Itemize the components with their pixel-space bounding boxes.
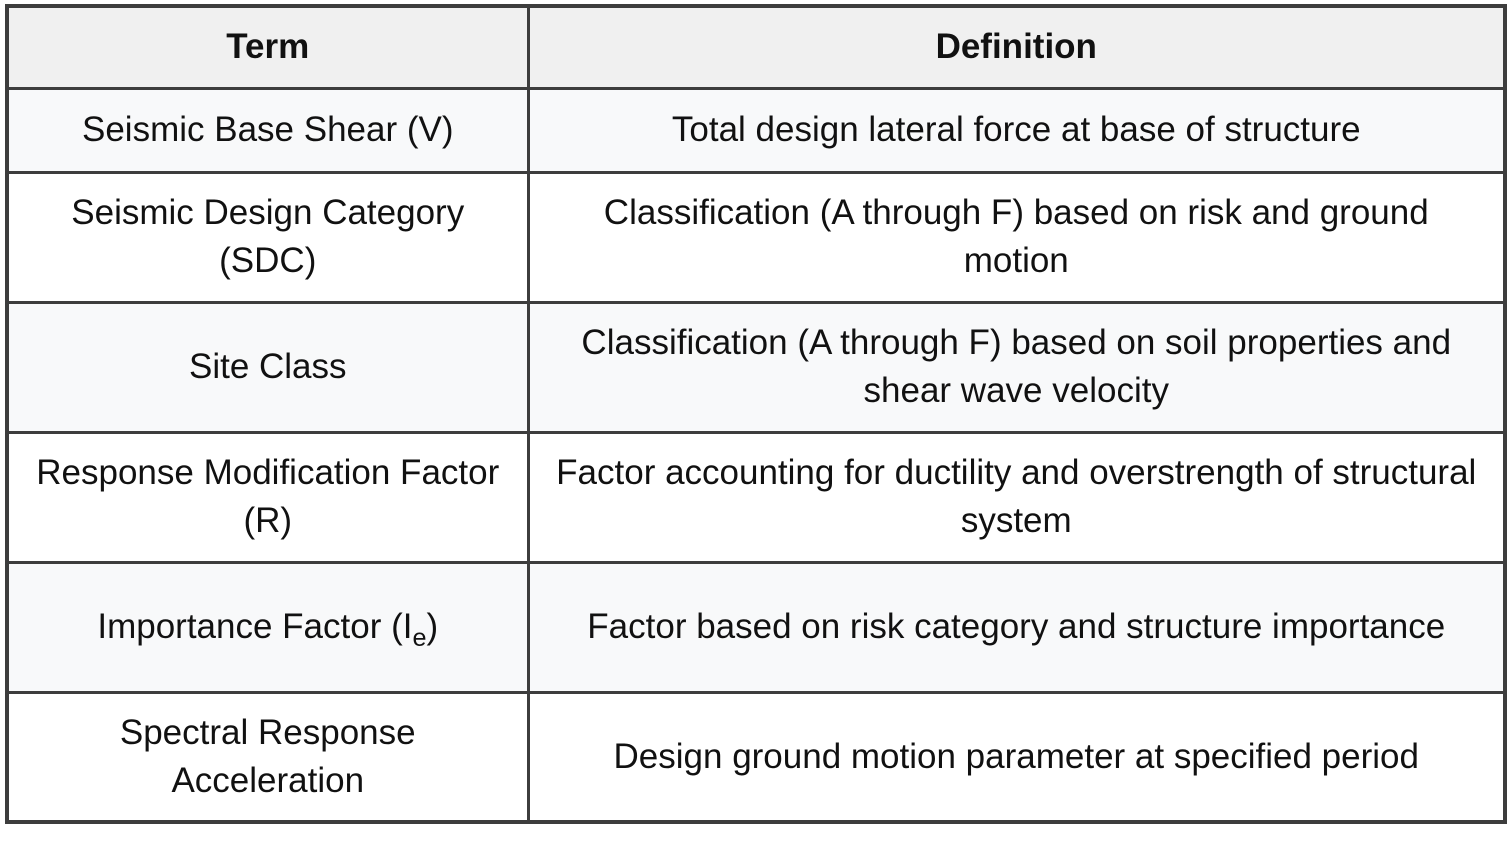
definition-cell: Design ground motion parameter at specif… — [526, 690, 1507, 824]
table-header: Term Definition — [5, 4, 1507, 90]
definition-cell: Total design lateral force at base of st… — [526, 86, 1507, 174]
table-row: Site Class Classification (A through F) … — [5, 300, 1507, 434]
definition-cell: Classification (A through F) based on so… — [526, 300, 1507, 434]
header-row: Term Definition — [5, 4, 1507, 90]
definition-cell: Classification (A through F) based on ri… — [526, 170, 1507, 304]
term-cell: Seismic Design Category (SDC) — [5, 170, 530, 304]
table-row: Seismic Base Shear (V) Total design late… — [5, 86, 1507, 174]
term-cell: Importance Factor (Ie) — [5, 560, 530, 694]
table-row: Response Modification Factor (R) Factor … — [5, 430, 1507, 564]
term-cell: Seismic Base Shear (V) — [5, 86, 530, 174]
subscript-e: e — [412, 624, 427, 653]
column-header-term: Term — [5, 4, 530, 90]
table-row: Spectral Response Acceleration Design gr… — [5, 690, 1507, 824]
table-body: Seismic Base Shear (V) Total design late… — [5, 86, 1507, 824]
definitions-table: Term Definition Seismic Base Shear (V) T… — [5, 4, 1507, 824]
definition-cell: Factor based on risk category and struct… — [526, 560, 1507, 694]
term-cell: Site Class — [5, 300, 530, 434]
term-text: Importance Factor (I — [97, 607, 413, 647]
term-cell: Response Modification Factor (R) — [5, 430, 530, 564]
definition-cell: Factor accounting for ductility and over… — [526, 430, 1507, 564]
table-row: Importance Factor (Ie) Factor based on r… — [5, 560, 1507, 694]
column-header-definition: Definition — [526, 4, 1507, 90]
term-cell: Spectral Response Acceleration — [5, 690, 530, 824]
term-text: ) — [426, 607, 439, 647]
table-row: Seismic Design Category (SDC) Classifica… — [5, 170, 1507, 304]
